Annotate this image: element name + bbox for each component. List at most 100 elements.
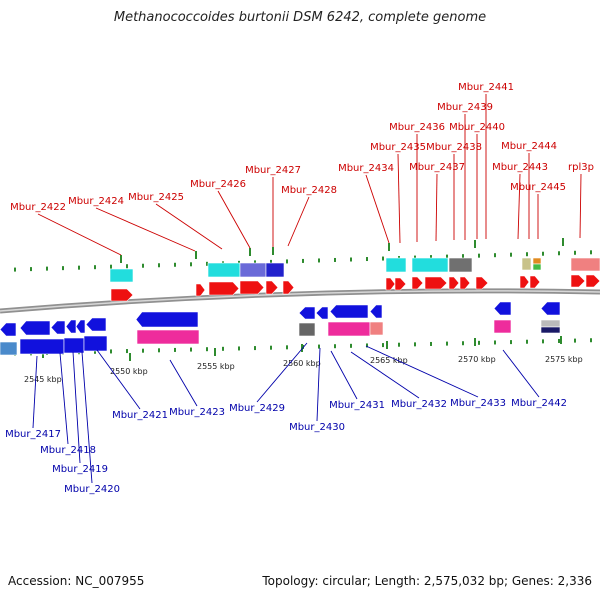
gene-arrow-forward <box>448 276 460 290</box>
tick-mark <box>302 258 304 263</box>
major-tick <box>388 243 390 251</box>
gene-label-forward: Mbur_2434 <box>338 163 394 174</box>
tick-mark <box>142 348 144 353</box>
genome-backbone-highlight <box>0 290 600 312</box>
gene-arrow-forward <box>585 274 600 288</box>
feature-box <box>207 262 241 278</box>
gene-arrow-reverse <box>540 301 561 316</box>
gene-arrow-reverse <box>0 322 17 337</box>
gene-arrow-reverse <box>75 319 86 334</box>
scale-label: 2565 kbp <box>370 356 408 365</box>
tick-mark <box>190 262 192 267</box>
tick-mark <box>366 343 368 348</box>
gene-arrow-forward <box>282 280 295 295</box>
tick-mark <box>494 340 496 345</box>
tick-mark <box>398 342 400 347</box>
callout-line-forward <box>155 203 223 250</box>
gene-arrow-reverse <box>369 304 383 319</box>
gene-label-reverse: Mbur_2419 <box>52 464 108 475</box>
genome-summary: Topology: circular; Length: 2,575,032 bp… <box>262 574 592 588</box>
gene-label-forward: Mbur_2443 <box>492 162 548 173</box>
tick-mark <box>526 252 528 257</box>
feature-box <box>532 257 542 265</box>
major-tick <box>562 238 564 246</box>
tick-mark <box>126 349 128 354</box>
tick-mark <box>478 253 480 258</box>
scale-label: 2575 kbp <box>545 355 583 364</box>
callout-line-reverse <box>330 350 358 400</box>
major-tick <box>120 255 122 263</box>
scale-label: 2570 kbp <box>458 355 496 364</box>
gene-arrow-reverse <box>329 304 369 319</box>
gene-label-forward: Mbur_2425 <box>128 192 184 203</box>
gene-label-forward: Mbur_2435 <box>370 142 426 153</box>
gene-arrow-forward <box>110 288 134 302</box>
tick-mark <box>350 257 352 262</box>
major-tick <box>195 251 197 259</box>
gene-arrow-forward <box>519 275 530 289</box>
tick-mark <box>318 344 320 349</box>
tick-mark <box>190 347 192 352</box>
tick-mark <box>62 266 64 271</box>
tick-mark <box>510 252 512 257</box>
major-tick <box>474 338 476 346</box>
tick-mark <box>238 346 240 351</box>
tick-mark <box>590 338 592 343</box>
tick-mark <box>158 263 160 268</box>
callout-line-reverse <box>72 351 81 464</box>
gene-label-forward: Mbur_2436 <box>389 122 445 133</box>
tick-mark <box>462 254 464 259</box>
tick-mark <box>542 251 544 256</box>
major-tick <box>474 240 476 248</box>
callout-line-reverse <box>59 352 69 445</box>
feature-box <box>521 257 532 271</box>
tick-mark <box>446 341 448 346</box>
tick-mark <box>94 349 96 354</box>
scale-label: 2555 kbp <box>197 362 235 371</box>
callout-line-reverse <box>502 349 540 398</box>
tick-mark <box>366 257 368 262</box>
gene-label-reverse: Mbur_2429 <box>229 403 285 414</box>
major-tick <box>129 353 131 361</box>
gene-label-reverse: Mbur_2423 <box>169 407 225 418</box>
major-tick <box>214 348 216 356</box>
tick-mark <box>334 344 336 349</box>
tick-mark <box>126 264 128 269</box>
feature-box <box>411 257 449 273</box>
tick-mark <box>206 261 208 266</box>
gene-arrow-forward <box>529 275 541 289</box>
callout-line-reverse <box>350 351 420 399</box>
callout-line-reverse <box>316 347 321 422</box>
tick-mark <box>318 258 320 263</box>
callout-line-forward <box>365 174 390 244</box>
tick-mark <box>590 250 592 255</box>
gene-label-forward: Mbur_2440 <box>449 122 505 133</box>
major-tick <box>386 341 388 349</box>
feature-box <box>532 263 542 271</box>
major-tick <box>272 247 274 255</box>
gene-label-reverse: Mbur_2432 <box>391 399 447 410</box>
tick-mark <box>14 267 16 272</box>
tick-mark <box>110 349 112 354</box>
gene-label-reverse: Mbur_2431 <box>329 400 385 411</box>
callout-line-forward <box>579 173 582 239</box>
tick-mark <box>270 259 272 264</box>
tick-mark <box>558 338 560 343</box>
major-tick <box>560 336 562 344</box>
tick-mark <box>46 266 48 271</box>
gene-label-forward: Mbur_2438 <box>426 142 482 153</box>
feature-box <box>0 341 18 356</box>
tick-mark <box>174 347 176 352</box>
tick-mark <box>94 265 96 270</box>
tick-mark <box>254 260 256 265</box>
callout-line-forward <box>517 173 521 240</box>
tick-mark <box>430 341 432 346</box>
gene-label-forward: Mbur_2444 <box>501 141 557 152</box>
gene-label-forward: Mbur_2424 <box>68 196 124 207</box>
tick-mark <box>158 348 160 353</box>
gene-arrow-forward <box>195 283 206 297</box>
gene-arrow-reverse <box>50 320 66 335</box>
gene-label-forward: Mbur_2427 <box>245 165 301 176</box>
tick-mark <box>414 255 416 260</box>
